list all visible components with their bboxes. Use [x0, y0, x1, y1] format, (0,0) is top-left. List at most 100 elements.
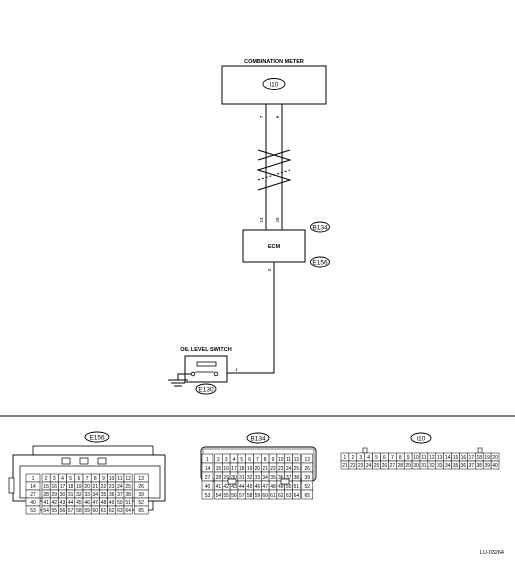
b134-pin-label: 48 [270, 484, 276, 490]
twisted-pair-harness [256, 104, 292, 230]
i10-pin-label: 20 [492, 455, 498, 461]
b134-pin-label: 38 [294, 475, 300, 481]
e156-pin-label: 47 [93, 500, 99, 506]
e156-pin-label: 26 [138, 484, 144, 490]
e156-pin-label: 20 [84, 484, 90, 490]
b134-pin-label: 49 [278, 484, 284, 490]
i10-pin-label: 33 [437, 463, 443, 469]
figure-id: LU-03264 [480, 550, 504, 556]
e156-pin-label: 29 [52, 492, 58, 498]
i10-latch-right [477, 447, 483, 454]
b134-pin-label: 22 [270, 466, 276, 472]
e156-pin-label: 24 [117, 484, 123, 490]
i10-pin-label: 4 [367, 455, 370, 461]
switch-float [196, 361, 217, 367]
b134-pin-cell [301, 489, 314, 500]
e156-pin-label: 1 [32, 476, 35, 482]
i10-pin-label: 1 [344, 455, 347, 461]
i10-pin-label: 29 [405, 463, 411, 469]
e156-pin-label: 4 [61, 476, 64, 482]
switch-contact-right [213, 371, 219, 377]
e156-pin-label: 19 [76, 484, 82, 490]
wire-ecm-to-switch [216, 262, 275, 374]
b134-pin-label: 37 [286, 475, 292, 481]
b134-pin-label: 15 [216, 466, 222, 472]
b134-pin-label: 10 [278, 457, 284, 463]
b134-pin-label: 58 [247, 493, 253, 499]
ecm-box [242, 229, 306, 263]
pin-meter-right: 6 [275, 115, 280, 118]
b134-pin-label: 43 [231, 484, 237, 490]
e156-pin-label: 48 [101, 500, 107, 506]
b134-pin-label: 18 [239, 466, 245, 472]
b134-pin-label: 55 [223, 493, 229, 499]
e156-pin-label: 60 [93, 508, 99, 514]
b134-pin-label: 51 [294, 484, 300, 490]
e156-pin-label: 15 [43, 484, 49, 490]
connector-e130-tag [195, 383, 217, 395]
e156-pin-label: 3 [53, 476, 56, 482]
e156-pin-label: 18 [68, 484, 74, 490]
pin-ecm-left: 24 [259, 217, 264, 223]
i10-pin-label: 8 [399, 455, 402, 461]
b134-pin-label: 36 [278, 475, 284, 481]
b134-pin-label: 44 [239, 484, 245, 490]
b134-pin-label: 56 [231, 493, 237, 499]
e156-pin-label: 17 [60, 484, 66, 490]
i10-pin-label: 3 [359, 455, 362, 461]
i10-pin-label: 10 [413, 455, 419, 461]
b134-pin-label: 40 [205, 484, 211, 490]
e156-pin-label: 44 [68, 500, 74, 506]
i10-pin-label: 6 [383, 455, 386, 461]
b134-pin-label: 2 [217, 457, 220, 463]
i10-pin-label: 32 [429, 463, 435, 469]
i10-pin-label: 17 [469, 455, 475, 461]
e156-pin-label: 2 [45, 476, 48, 482]
i10-pin-label: 36 [461, 463, 467, 469]
combination-meter-label: COMBINATION METER [244, 59, 304, 65]
b134-pin-label: 35 [270, 475, 276, 481]
twist-mark-upper [257, 149, 291, 161]
b134-pin-label: 3 [225, 457, 228, 463]
b134-pin-label: 62 [278, 493, 284, 499]
e156-pin-label: 21 [93, 484, 99, 490]
b134-pin-label: 16 [223, 466, 229, 472]
e156-pin-label: 45 [76, 500, 82, 506]
b134-pin-label: 34 [262, 475, 268, 481]
connector-view-e156-tag [84, 431, 110, 443]
e156-pin-label: 30 [60, 492, 66, 498]
b134-pin-label: 31 [239, 475, 245, 481]
connector-b134-tag-label: B134 [312, 224, 328, 231]
i10-pin-label: 19 [484, 455, 490, 461]
b134-pin-label: 64 [294, 493, 300, 499]
twist-marks [256, 149, 292, 191]
e156-pin-label: 65 [138, 508, 144, 514]
b134-pin-label: 30 [231, 475, 237, 481]
e156-pin-label: 39 [138, 492, 144, 498]
e156-pin-label: 59 [84, 508, 90, 514]
b134-key-1 [227, 478, 237, 485]
b134-pin-label: 13 [305, 457, 311, 463]
e156-pin-label: 8 [94, 476, 97, 482]
i10-pin-label: 11 [421, 455, 426, 461]
b134-pin-label: 32 [247, 475, 253, 481]
connector-view-e156-title: E156 [89, 434, 105, 441]
e156-pin-label: 27 [30, 492, 36, 498]
b134-pin-cell [201, 489, 214, 500]
e156-pin-label: 5 [69, 476, 72, 482]
b134-pin-label: 39 [305, 475, 311, 481]
e156-pin-cell [123, 505, 133, 515]
e156-pin-label: 37 [117, 492, 123, 498]
i10-pin-label: 26 [382, 463, 388, 469]
e156-pin-label: 14 [30, 484, 36, 490]
e156-pin-label: 53 [30, 508, 36, 514]
b134-pin-label: 57 [239, 493, 245, 499]
connector-view-i10-title: i10 [417, 435, 426, 442]
e156-pin-label: 16 [52, 484, 58, 490]
e156-pin-label: 38 [125, 492, 131, 498]
e156-pin-label: 7 [86, 476, 89, 482]
i10-pin-label: 18 [476, 455, 482, 461]
b134-pin-label: 50 [286, 484, 292, 490]
